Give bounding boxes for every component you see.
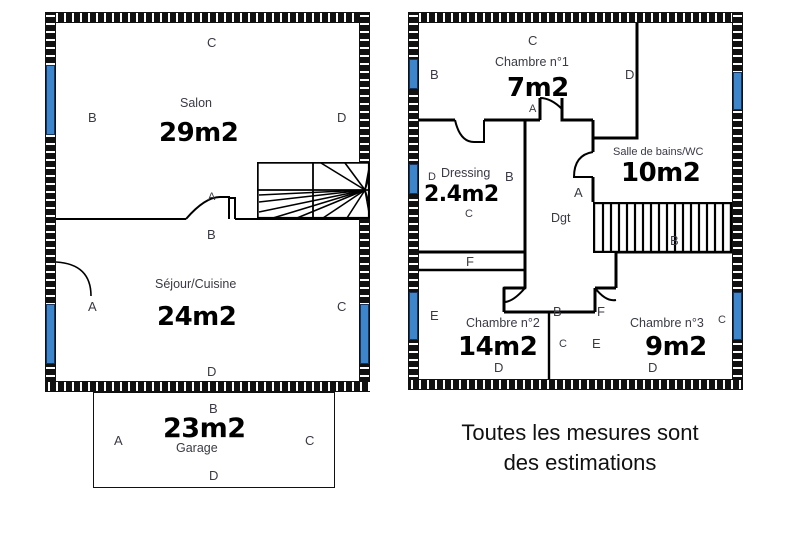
label-chambre1-left: B	[430, 67, 439, 82]
wall-left	[45, 12, 56, 392]
label-chambre3-left-e: E	[592, 336, 601, 351]
room-area-chambre2: 14m2	[458, 332, 538, 362]
window-sejour-right	[360, 304, 369, 364]
wall-right	[732, 12, 743, 390]
label-salon-top: C	[207, 35, 217, 50]
room-area-sejour: 24m2	[157, 302, 237, 332]
label-dressing-left: D	[428, 171, 436, 183]
garage-outline	[93, 392, 335, 488]
room-area-garage: 23m2	[163, 413, 246, 444]
label-chambre2-right: B	[553, 304, 562, 319]
room-name-dressing: Dressing	[441, 166, 491, 180]
plan-caption: Toutes les mesures sont des estimations	[410, 418, 750, 477]
room-name-dgt: Dgt	[551, 211, 571, 225]
label-chambre1-right: D	[625, 67, 635, 82]
caption-line-1: Toutes les mesures sont	[461, 420, 699, 445]
room-area-salle-de-bains: 10m2	[621, 158, 701, 188]
label-dressing-bottom: C	[465, 208, 473, 220]
wall-bottom	[45, 381, 370, 392]
wall-left	[408, 12, 419, 390]
first-floor-plan: C B D A Chambre n°1 7m2 D B C Dressing 2…	[408, 12, 743, 390]
window-chambre2-left	[409, 292, 418, 340]
room-name-chambre1: Chambre n°1	[495, 55, 569, 69]
ground-floor-doors	[55, 196, 236, 297]
label-sejour-bottom: D	[207, 364, 217, 379]
label-chambre3-left-f: F	[597, 304, 605, 319]
window-sejour-left	[46, 304, 55, 364]
label-chambre3-bottom: D	[648, 360, 658, 375]
label-chambre1-top: C	[528, 33, 538, 48]
room-name-chambre3: Chambre n°3	[630, 316, 704, 330]
room-area-chambre3: 9m2	[645, 332, 707, 362]
label-garage-top: B	[209, 401, 218, 416]
ground-floor-plan: C B D A B Salon 29m2 A C D Séjour/Cuisin…	[45, 12, 370, 392]
partition-salon-sejour-right	[235, 218, 359, 220]
label-chambre1-bottom: A	[529, 103, 537, 115]
window-chambre1-left	[409, 59, 418, 89]
staircase-first	[593, 202, 732, 253]
label-chambre2-right2: C	[559, 338, 567, 350]
wall-bottom	[408, 379, 743, 390]
wall-top	[408, 12, 743, 23]
label-garage-right: C	[305, 433, 315, 448]
label-salon-right: D	[337, 110, 347, 125]
label-chambre2-top-f: F	[466, 254, 474, 269]
label-dressing-right: B	[505, 169, 514, 184]
caption-line-2: des estimations	[503, 449, 657, 475]
label-chambre2-left: E	[430, 308, 439, 323]
first-floor-partitions	[419, 23, 732, 379]
room-name-garage: Garage	[176, 441, 218, 455]
window-salon-left	[46, 65, 55, 135]
label-garage-left: A	[114, 433, 123, 448]
label-sejour-right: C	[337, 299, 347, 314]
label-bain-bottom: B	[670, 233, 679, 248]
room-name-salon: Salon	[180, 96, 212, 110]
room-area-chambre1: 7m2	[507, 73, 569, 103]
room-name-sejour: Séjour/Cuisine	[155, 277, 237, 291]
room-area-salon: 29m2	[159, 118, 239, 148]
window-bain-right	[733, 72, 742, 110]
label-garage-bottom: D	[209, 468, 219, 483]
room-area-dressing: 2.4m2	[424, 182, 499, 207]
label-chambre2-bottom: D	[494, 360, 504, 375]
wall-top	[45, 12, 370, 23]
room-name-chambre2: Chambre n°2	[466, 316, 540, 330]
label-chambre3-right: C	[718, 314, 726, 326]
label-salon-inner-a: A	[208, 191, 216, 203]
label-salon-left: B	[88, 110, 97, 125]
label-bain-left: A	[574, 185, 583, 200]
label-sejour-left: A	[88, 299, 97, 314]
staircase-ground	[257, 162, 370, 219]
label-salon-bottom: B	[207, 227, 216, 242]
room-name-salle-de-bains: Salle de bains/WC	[613, 147, 704, 158]
window-dressing-left	[409, 164, 418, 194]
partition-salon-sejour-left	[56, 218, 186, 220]
window-chambre3-right	[733, 292, 742, 340]
